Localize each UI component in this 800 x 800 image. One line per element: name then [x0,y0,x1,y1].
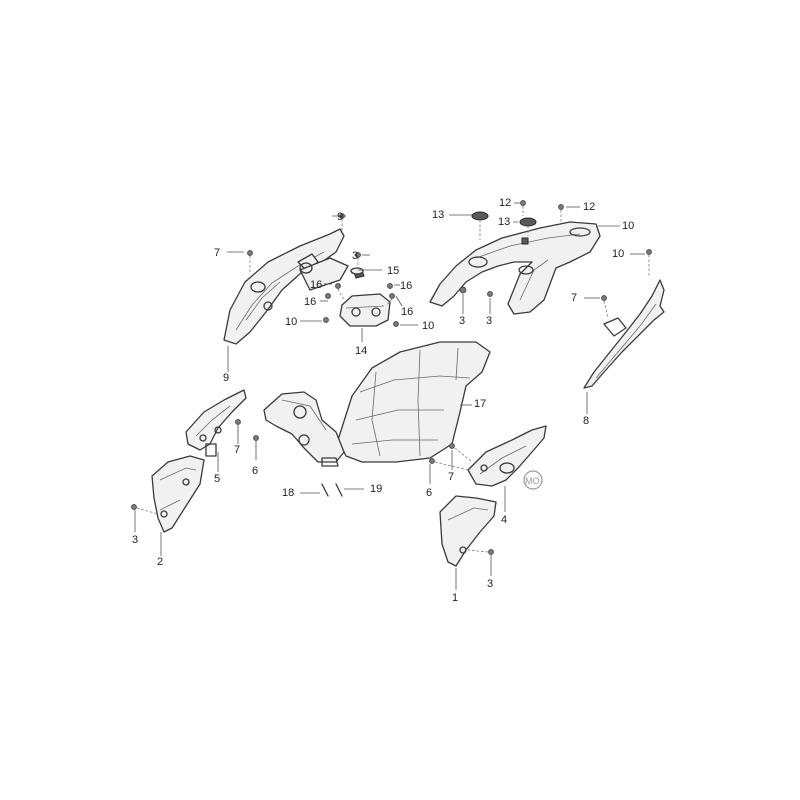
callout-14: 14 [355,345,367,357]
part-12-screws [520,200,564,222]
callout-18: 18 [282,487,295,499]
callout-15: 15 [387,265,399,277]
callout-8: 8 [583,415,590,427]
part-11-grab-rail [429,221,601,315]
fasteners-cluster [247,213,399,327]
callout-3: 3 [352,250,358,262]
callout-7: 7 [214,247,220,259]
callout-16: 16 [401,306,413,318]
callout-17: 17 [474,398,487,410]
part-1-right-side-panel [439,495,497,567]
callout-19: 19 [370,483,383,495]
part-5-left-bracket [185,389,259,457]
part-2-left-side-panel [131,455,205,533]
callout-5: 5 [214,473,221,485]
callout-10: 10 [612,248,625,260]
callout-10: 10 [422,320,434,332]
part-9-left-rear-cover [223,228,345,345]
callout-4: 4 [501,514,508,526]
callout-7: 7 [571,292,578,304]
callout-6: 6 [426,487,433,499]
part-4-right-bracket [429,425,547,487]
part-14-bracket-assembly [299,257,391,327]
part-13-grommets [471,211,537,240]
callout-16: 16 [304,296,316,308]
watermark-logo: MO [523,470,543,490]
callout-12: 12 [583,201,596,213]
parts-18-19-pins [321,483,343,497]
callout-3: 3 [459,315,466,327]
callout-7: 7 [234,444,241,456]
callout-3: 3 [487,578,494,590]
callout-6: 6 [252,465,259,477]
callout-3: 3 [486,315,493,327]
callout-10: 10 [285,316,297,328]
callout-1: 1 [452,592,459,604]
part-8-right-rear-cover [583,249,665,389]
callout-16: 16 [400,280,412,292]
callout-7: 7 [448,471,455,483]
leader-lines [134,202,645,590]
callout-16: 16 [310,279,322,291]
callout-3: 3 [132,534,139,546]
watermark-text: MO [525,476,540,486]
callout-labels: 9 7 3 15 16 16 16 16 10 10 14 [214,211,434,357]
callout-11: 10 [622,220,635,232]
callout-10: 9 [337,211,343,223]
part-17-seat [263,341,491,467]
callout-9: 9 [223,372,230,384]
callout-12: 12 [499,197,512,209]
callout-2: 2 [157,556,164,568]
callout-13: 13 [498,216,511,228]
callout-13: 13 [432,209,445,221]
